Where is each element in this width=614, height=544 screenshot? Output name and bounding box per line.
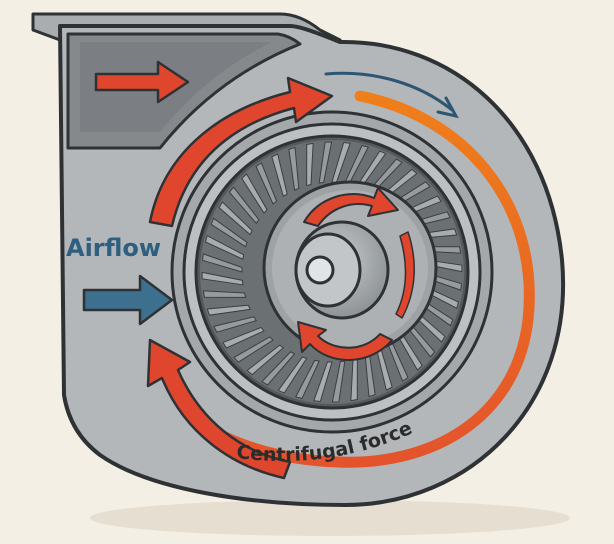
impeller-blade [318,141,333,184]
impeller-blade [241,173,268,214]
impeller-blade [201,271,244,286]
impeller-blade [222,326,265,349]
impeller-blade [288,146,300,191]
rotation-arrows [146,76,334,480]
curved-arrow-icon [148,76,334,228]
circular-arrow-icon [303,187,399,227]
impeller-blade [255,162,278,205]
hub [294,220,390,320]
impeller-blade [277,356,308,394]
impeller-blade [331,360,346,403]
outlet-opening [66,32,302,150]
airflow-inlet-arrow [82,274,174,326]
floor-shadow [90,500,570,536]
impeller-blade [202,290,247,298]
centrifugal-band [184,90,535,468]
hub-rotation-arrows [297,187,415,361]
curved-arrow-icon [146,338,292,480]
impeller-blade [204,234,245,260]
impeller-blade [213,316,258,333]
right-arrow-icon [94,60,190,104]
impeller-blade [206,304,251,316]
outlet-flow-arrow [324,71,459,119]
impeller-blade [261,351,296,386]
impeller-blade [210,217,248,248]
impeller-blade [306,142,314,187]
impeller-blade [313,361,333,403]
impeller-blade [218,201,253,236]
airflow-label: Airflow [66,234,161,262]
impeller-blade [271,153,288,198]
shaft [305,255,335,285]
impeller-blade [233,336,274,363]
impeller [200,140,464,404]
circular-arrow-icon [297,321,393,361]
circular-arrow-icon [395,231,415,319]
impeller-blade [201,253,243,273]
impeller-blade [228,186,260,225]
centrifugal-force-arrow [184,90,535,468]
impeller-blade [246,344,285,376]
impeller-blade [294,359,320,400]
